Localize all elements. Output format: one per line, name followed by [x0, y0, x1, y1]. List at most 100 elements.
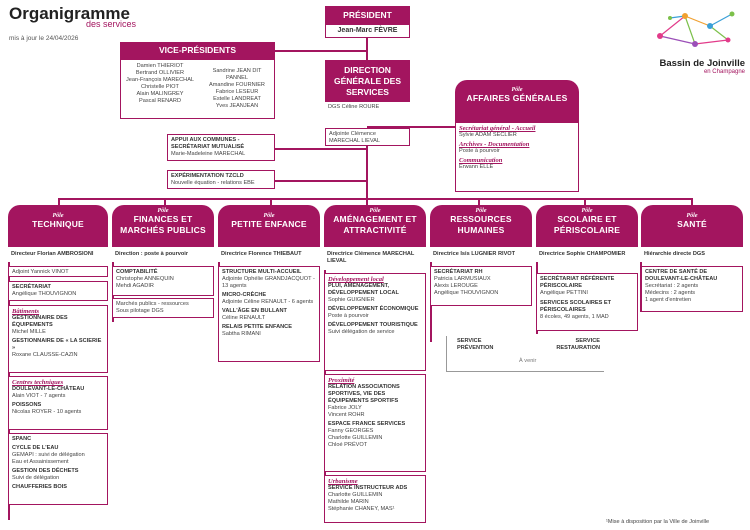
connector	[164, 198, 166, 206]
exp-box: EXPÉRIMENTATION TZCLD Nouvelle équation …	[167, 170, 275, 189]
logo-name: Bassin de Joinville	[659, 58, 745, 69]
section-title: Proximité	[328, 377, 355, 384]
president-header: PRÉSIDENT	[325, 6, 410, 24]
box-title: CYCLE DE L'EAU	[12, 445, 59, 451]
sante-box: CENTRE DE SANTÉ DE DOULEVANT-LE-CHÂTEAU …	[641, 266, 743, 312]
pole-label: Pôle	[263, 213, 275, 219]
pole-label: Pôle	[157, 208, 169, 214]
vp-name: Alain MALINGREY	[136, 91, 184, 97]
vp-name: Bertrand OLLIVIER	[135, 70, 185, 76]
connector	[270, 198, 272, 206]
director: Directrice Sophie CHAMPOMIER	[536, 249, 638, 260]
future-service: SERVICE PRÉVENTION	[457, 338, 494, 351]
connector	[691, 198, 693, 206]
box-title: SERVICES SCOLAIRES ET PÉRISCOLAIRES	[540, 300, 612, 313]
box-title: STRUCTURE MULTI-ACCUEIL	[222, 269, 302, 275]
pole-label: Pôle	[581, 208, 593, 214]
connector	[584, 198, 586, 206]
box-person: Michel MILLE	[12, 329, 46, 335]
box-person: Angélique THOUVIGNON	[12, 291, 77, 297]
ag-section: Communication	[459, 157, 503, 164]
technique-adjoint: Adjoint Yannick VINOT	[8, 266, 108, 277]
director: Directrice Clémence MARECHAL LIEVAL	[324, 249, 426, 267]
box-title: POISSONS	[12, 402, 42, 408]
network-logo-icon	[657, 11, 735, 47]
vp-name: Estelle LANDREAT	[213, 96, 261, 102]
box-title: COMPTABILITÉ	[116, 269, 158, 275]
box-title: GESTIONNAIRE DE « LA SCIERIE »	[12, 338, 102, 351]
box-person: Roxane CLAUSSE-CAZIN	[12, 352, 78, 358]
box-title: PLUI, AMÉNAGEMENT, DÉVELOPPEMENT LOCAL	[328, 283, 399, 296]
vp-name: Yves JEANJEAN	[215, 103, 259, 109]
box-person: Charlotte GUILLEMIN	[328, 492, 383, 498]
section-title: Centres techniques	[12, 379, 64, 386]
box-text: 8 écoles, 49 agents, 1 MAD	[540, 314, 609, 320]
page-title: Organigramme	[9, 4, 130, 23]
ag-section: Secrétariat général - Accueil	[459, 125, 536, 132]
box-text: Sous pilotage DGS	[116, 308, 164, 314]
connector	[367, 126, 455, 128]
director: Hiérarchie directe DGS	[641, 249, 743, 260]
president-box: Jean-Marc FÈVRE	[325, 24, 410, 38]
connector	[275, 50, 367, 52]
pole-title: SCOLAIRE ET PÉRISCOLAIRE	[553, 214, 621, 235]
amenagement-proximite: Proximité RELATION ASSOCIATIONS SPORTIVE…	[324, 374, 426, 472]
box-person: Mehdi AGADIR	[116, 283, 154, 289]
box-title: CHAUFFERIES BOIS	[12, 484, 68, 490]
box-title: SECRÉTARIAT	[12, 284, 51, 290]
box-person: Alexis LEROUGE	[434, 283, 478, 289]
connector	[58, 198, 692, 200]
connector	[366, 38, 368, 60]
box-person: Sabtha RIMANI	[222, 331, 261, 337]
appui-box: APPUI AUX COMMUNES - SECRÉTARIAT MUTUALI…	[167, 134, 275, 161]
box-title: ESPACE FRANCE SERVICES	[328, 421, 406, 427]
box-text: Suivi de délégation	[12, 475, 60, 481]
box-title: SECRÉTARIAT RÉFÉRENTE PÉRISCOLAIRE	[540, 276, 615, 289]
connector	[275, 148, 367, 150]
pole-label: Pôle	[369, 208, 381, 214]
box-person: Angélique PETTINI	[540, 290, 588, 296]
ag-person: Erwann ELLÉ	[459, 164, 494, 170]
section-title: Développement local	[328, 276, 384, 283]
future-note: À venir	[519, 358, 537, 364]
box-title: VALL'ÂGE EN BULLANT	[222, 308, 287, 314]
page-subtitle: des services	[86, 19, 137, 29]
box-person: Céline RENAULT	[222, 315, 266, 321]
vp-name: Amandine FOURNIER	[209, 82, 265, 88]
box-person: Adjointe Ophélie GRANDJACQUOT - 13 agent…	[222, 276, 315, 289]
vp-name: Sandrine JEAN DIT PANNEL	[212, 68, 262, 81]
box-title: MICRO-CRÈCHE	[222, 292, 267, 298]
pole-title: AMÉNAGEMENT ET ATTRACTIVITÉ	[333, 214, 417, 235]
future-service: SERVICE RESTAURATION	[556, 338, 600, 351]
pole-title: PETITE ENFANCE	[231, 219, 307, 229]
pole-label: Pôle	[511, 87, 523, 93]
section-title: Urbanisme	[328, 478, 358, 485]
box-text: Secrétariat : 2 agents	[645, 283, 699, 289]
box-title: RELAIS PETITE ENFANCE	[222, 324, 292, 330]
vp-name: Pascal RENARD	[139, 98, 181, 104]
exp-title: EXPÉRIMENTATION TZCLD	[171, 173, 244, 179]
box-person: Chloé PRÉVOT	[328, 442, 368, 448]
rh-future-services: SERVICE PRÉVENTION SERVICE RESTAURATION …	[446, 336, 604, 372]
pole-title: SANTÉ	[677, 219, 707, 229]
vp-name: Christelle PIOT	[141, 84, 179, 90]
box-title: DÉVELOPPEMENT TOURISTIQUE	[328, 322, 418, 328]
director: Directrice Florence THIEBAUT	[218, 249, 320, 260]
box-title: SERVICE INSTRUCTEUR ADS	[328, 485, 408, 491]
vp-header: VICE-PRÉSIDENTS	[120, 42, 275, 59]
box-text: 1 agent d'entretien	[645, 297, 692, 303]
vp-name: Jean-François MARECHAL	[125, 77, 195, 83]
connector	[366, 145, 368, 205]
appui-name: Marie-Madeleine MARECHAL	[171, 151, 246, 157]
box-title: GESTIONNAIRE DES ÉQUIPEMENTS	[12, 315, 68, 328]
vp-name: Damien THIERIOT	[136, 63, 184, 69]
director: Directrice Isis LUGNIER RIVOT	[430, 249, 532, 260]
appui-title: APPUI AUX COMMUNES - SECRÉTARIAT MUTUALI…	[171, 137, 245, 150]
box-text: Médecins : 2 agents	[645, 290, 696, 296]
